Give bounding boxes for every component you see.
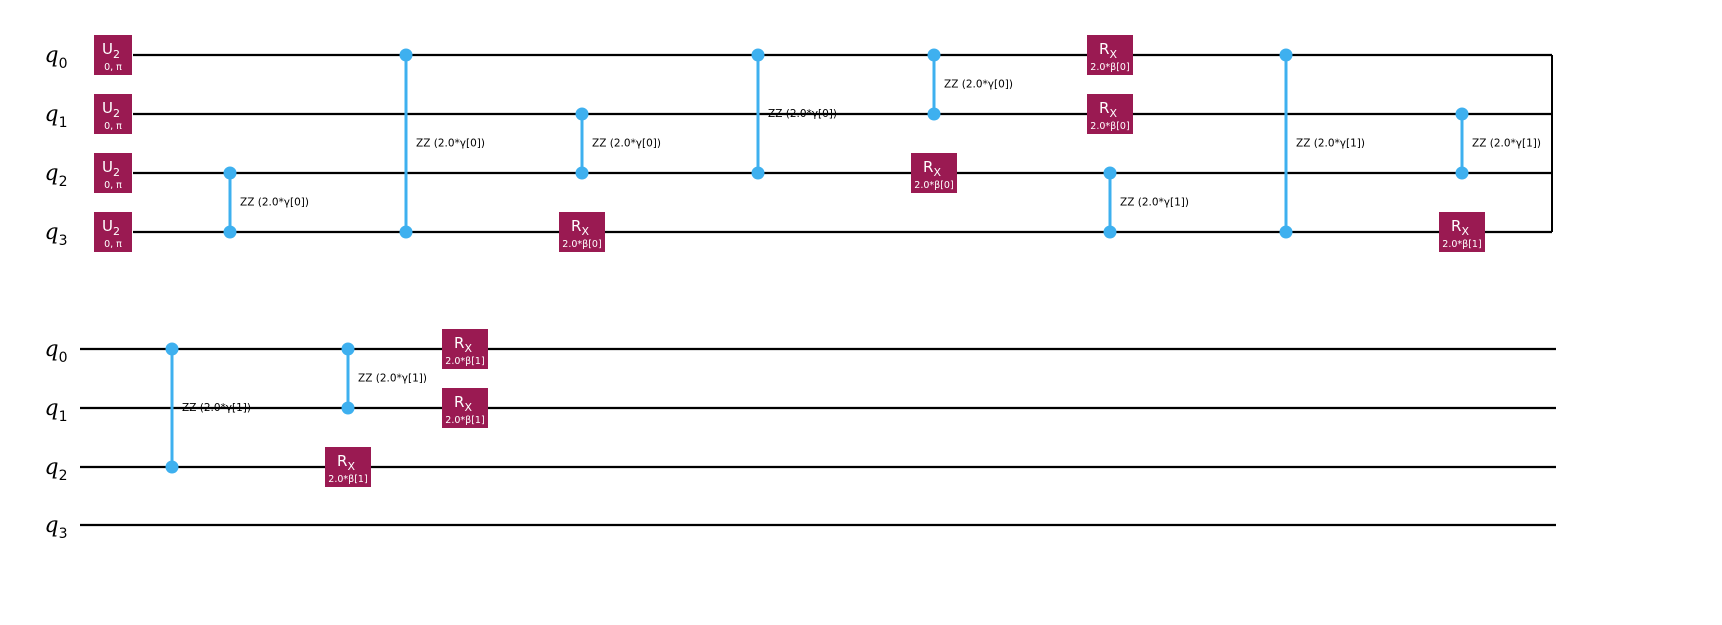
control-dot	[223, 225, 237, 239]
control-dot	[165, 342, 179, 356]
gate-rx: RX2.0*β[0]	[559, 212, 605, 252]
gate-rx: RX2.0*β[0]	[911, 153, 957, 193]
zz-label: ZZ (2.0*γ[1])	[1472, 138, 1541, 150]
control-dot	[341, 401, 355, 415]
gate-zz: ZZ (2.0*γ[1])	[1279, 48, 1365, 239]
zz-label: ZZ (2.0*γ[1])	[1296, 138, 1365, 150]
gate-box	[1087, 35, 1133, 75]
control-dot	[399, 48, 413, 62]
gate-param: 2.0*β[0]	[1090, 121, 1129, 132]
control-dot	[1103, 166, 1117, 180]
zz-label: ZZ (2.0*γ[0])	[416, 138, 485, 150]
gate-zz: ZZ (2.0*γ[0])	[751, 48, 837, 180]
gate-box	[559, 212, 605, 252]
zz-label: ZZ (2.0*γ[1])	[358, 373, 427, 385]
zz-label: ZZ (2.0*γ[0])	[944, 79, 1013, 91]
gate-box	[94, 153, 132, 193]
gate-zz: ZZ (2.0*γ[0])	[575, 107, 661, 180]
circuit-row-0: q0 q1 q2 q3 U20, π U20, π U20, π U20, π ZZ (2.0*…	[44, 35, 1553, 252]
control-dot	[165, 460, 179, 474]
gate-rx: RX2.0*β[1]	[325, 447, 371, 487]
gate-zz: ZZ (2.0*γ[0])	[399, 48, 485, 239]
gate-zz: ZZ (2.0*γ[1])	[341, 342, 427, 415]
gate-zz: ZZ (2.0*γ[1])	[1455, 107, 1541, 180]
zz-label: ZZ (2.0*γ[1])	[182, 402, 251, 414]
gate-param: 0, π	[104, 180, 122, 191]
control-dot	[1103, 225, 1117, 239]
zz-label: ZZ (2.0*γ[1])	[1120, 197, 1189, 209]
gate-box	[442, 388, 488, 428]
gate-param: 2.0*β[1]	[445, 415, 484, 426]
gate-u2: U20, π	[94, 153, 132, 193]
gate-param: 2.0*β[0]	[1090, 62, 1129, 73]
gate-param: 0, π	[104, 121, 122, 132]
gate-box	[442, 329, 488, 369]
zz-label: ZZ (2.0*γ[0])	[592, 138, 661, 150]
gate-rx: RX2.0*β[0]	[1087, 35, 1133, 75]
circuit-row-1: q0 q1 q2 q3 ZZ (2.0*γ[1]) ZZ (2.0*γ[1]) RX2.0*…	[44, 329, 1556, 542]
gate-param: 2.0*β[0]	[914, 180, 953, 191]
qubit-label: q3	[44, 513, 67, 542]
gate-box	[94, 212, 132, 252]
gate-param: 2.0*β[0]	[562, 239, 601, 250]
qubit-label: q1	[44, 396, 67, 425]
control-dot	[1279, 48, 1293, 62]
gate-box	[1439, 212, 1485, 252]
control-dot	[927, 107, 941, 121]
control-dot	[399, 225, 413, 239]
gate-box	[94, 94, 132, 134]
gate-zz: ZZ (2.0*γ[0])	[223, 166, 309, 239]
gate-zz: ZZ (2.0*γ[1])	[165, 342, 251, 474]
gate-zz: ZZ (2.0*γ[1])	[1103, 166, 1189, 239]
control-dot	[575, 166, 589, 180]
control-dot	[341, 342, 355, 356]
gate-rx: RX2.0*β[1]	[1439, 212, 1485, 252]
qubit-label: q1	[44, 102, 67, 131]
gate-param: 2.0*β[1]	[445, 356, 484, 367]
qubit-label: q0	[44, 337, 67, 366]
control-dot	[1455, 166, 1469, 180]
qubit-label: q2	[44, 455, 67, 484]
gate-rx: RX2.0*β[0]	[1087, 94, 1133, 134]
gate-param: 2.0*β[1]	[328, 474, 367, 485]
qubit-label: q0	[44, 43, 67, 72]
gate-u2: U20, π	[94, 94, 132, 134]
gate-param: 0, π	[104, 239, 122, 250]
gate-param: 0, π	[104, 62, 122, 73]
gate-zz: ZZ (2.0*γ[0])	[927, 48, 1013, 121]
gate-param: 2.0*β[1]	[1442, 239, 1481, 250]
gate-u2: U20, π	[94, 212, 132, 252]
control-dot	[575, 107, 589, 121]
qubit-label: q2	[44, 161, 67, 190]
gate-box	[1087, 94, 1133, 134]
control-dot	[223, 166, 237, 180]
zz-label: ZZ (2.0*γ[0])	[768, 108, 837, 120]
gate-u2: U20, π	[94, 35, 132, 75]
gate-box	[94, 35, 132, 75]
control-dot	[751, 166, 765, 180]
control-dot	[751, 48, 765, 62]
gate-rx: RX2.0*β[1]	[442, 329, 488, 369]
gate-box	[911, 153, 957, 193]
control-dot	[1279, 225, 1293, 239]
gate-box	[325, 447, 371, 487]
gate-rx: RX2.0*β[1]	[442, 388, 488, 428]
control-dot	[927, 48, 941, 62]
control-dot	[1455, 107, 1469, 121]
qubit-label: q3	[44, 220, 67, 249]
zz-label: ZZ (2.0*γ[0])	[240, 197, 309, 209]
